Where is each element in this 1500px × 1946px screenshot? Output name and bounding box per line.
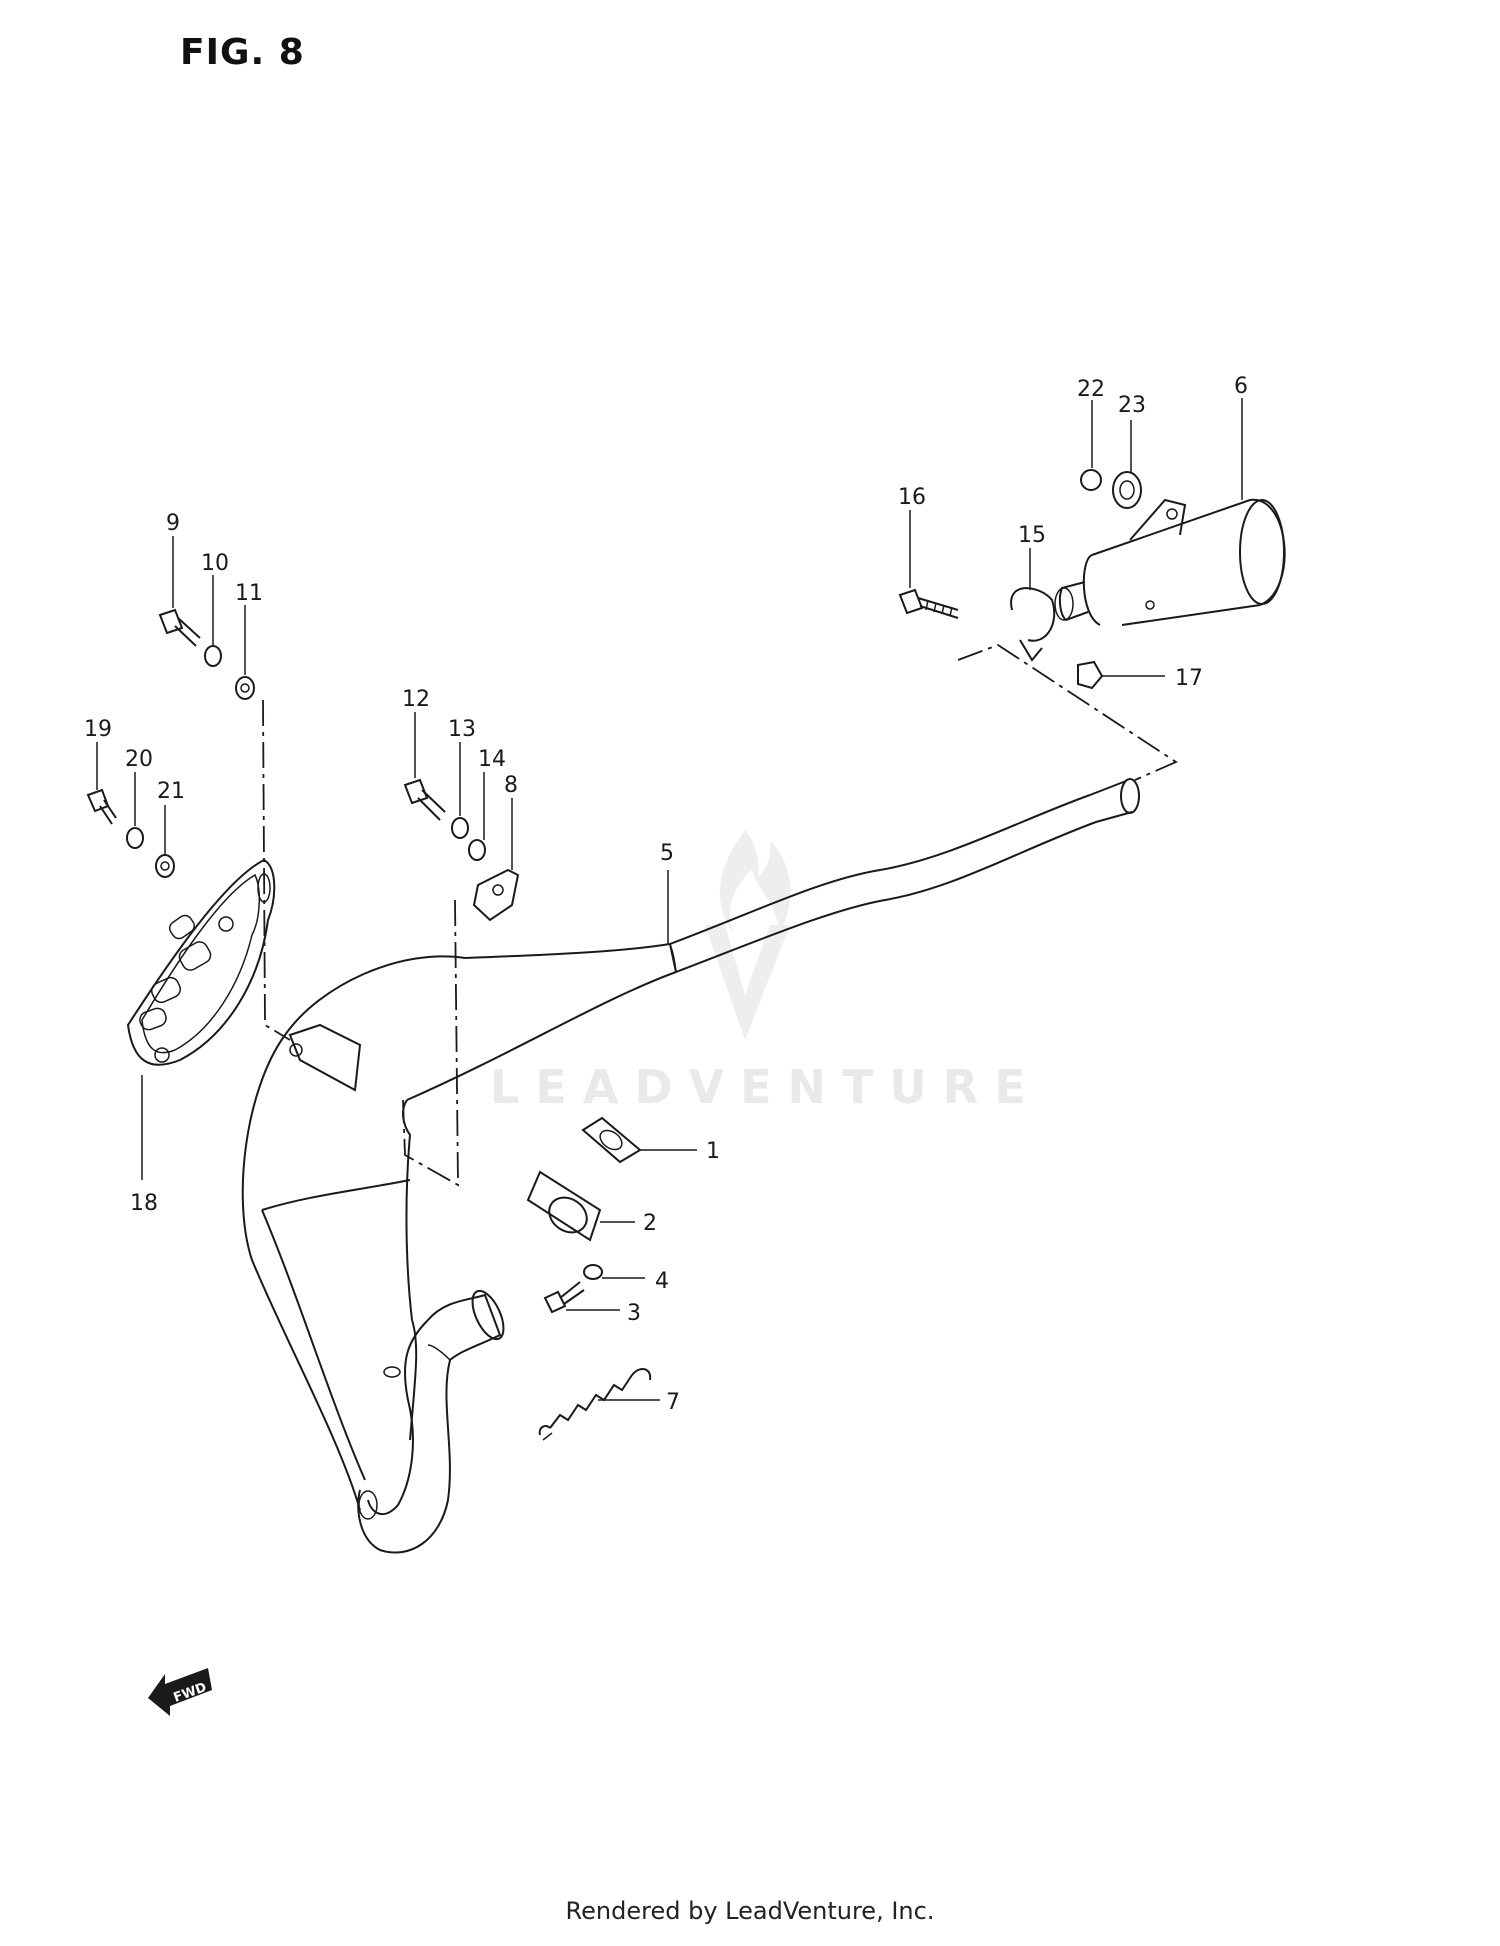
leader-lines [96, 398, 1243, 1401]
callout-8: 8 [504, 773, 518, 798]
callout-12: 12 [402, 687, 430, 712]
callout-17: 17 [1175, 666, 1203, 691]
callout-19: 19 [84, 717, 112, 742]
callout-23: 23 [1118, 393, 1146, 418]
watermark-text: LEADVENTURE [490, 1060, 1042, 1114]
callout-16: 16 [898, 485, 926, 510]
callout-14: 14 [478, 747, 506, 772]
callout-5: 5 [660, 841, 674, 866]
figure-title: FIG. 8 [180, 32, 305, 73]
callout-1: 1 [706, 1139, 720, 1164]
callout-20: 20 [125, 747, 153, 772]
callout-6: 6 [1234, 374, 1248, 399]
callout-7: 7 [666, 1390, 680, 1415]
footer-credit: Rendered by LeadVenture, Inc. [565, 1897, 935, 1925]
callout-15: 15 [1018, 523, 1046, 548]
callout-13: 13 [448, 717, 476, 742]
muffler [1010, 498, 1286, 662]
callout-9: 9 [166, 511, 180, 536]
callout-4: 4 [655, 1269, 669, 1294]
callout-21: 21 [157, 779, 185, 804]
forward-direction-badge: FWD [148, 1668, 212, 1716]
exhaust-pipe [241, 778, 1140, 1554]
watermark-logo [705, 830, 791, 1040]
callout-22: 22 [1077, 377, 1105, 402]
callout-labels: 1 2 3 4 5 6 7 8 9 10 11 12 13 14 15 16 1… [84, 374, 1248, 1415]
callout-3: 3 [627, 1301, 641, 1326]
callout-11: 11 [235, 581, 263, 606]
fasteners [86, 469, 1142, 1441]
callout-10: 10 [201, 551, 229, 576]
callout-2: 2 [643, 1211, 657, 1236]
callout-18: 18 [130, 1191, 158, 1216]
heat-shield [126, 858, 276, 1066]
